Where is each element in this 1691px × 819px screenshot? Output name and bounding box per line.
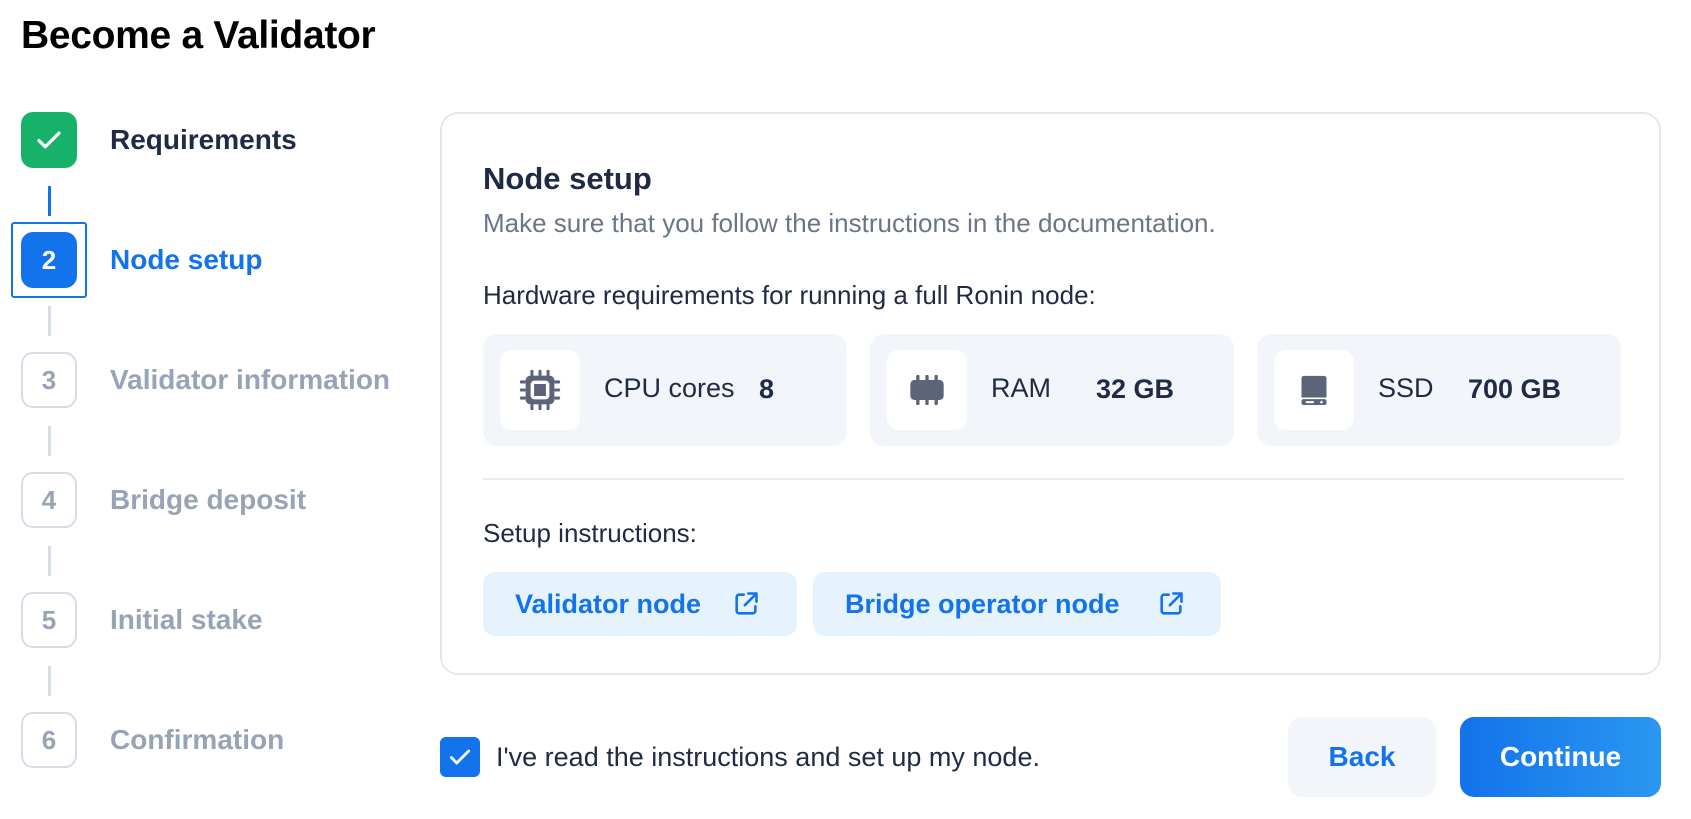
card-title: Node setup	[483, 161, 652, 196]
page-title: Become a Validator	[21, 14, 376, 57]
step-2-box: 2	[11, 222, 87, 298]
step-validator-information[interactable]: 3 Validator information	[0, 350, 420, 410]
step-confirmation[interactable]: 6 Confirmation	[0, 710, 420, 770]
card-subtitle: Make sure that you follow the instructio…	[483, 208, 1216, 238]
step-connector	[48, 306, 51, 336]
step-label: Requirements	[110, 124, 297, 155]
check-icon	[37, 131, 61, 149]
step-4-box: 4	[21, 472, 77, 528]
step-requirements[interactable]: Requirements	[0, 110, 420, 170]
external-link-icon	[735, 592, 758, 615]
hardware-value: 700 GB	[1468, 374, 1562, 404]
setup-instructions-label: Setup instructions:	[483, 518, 697, 548]
step-label: Confirmation	[110, 724, 285, 755]
step-label: Node setup	[110, 244, 263, 275]
check-icon	[449, 749, 471, 765]
step-number: 6	[41, 724, 57, 755]
hardware-value: 32 GB	[1096, 374, 1175, 404]
hardware-tile-ram: RAM 32 GB	[870, 334, 1234, 446]
hardware-tile-cpu: CPU cores 8	[483, 334, 847, 446]
checkbox-label[interactable]: I've read the instructions and set up my…	[496, 742, 1040, 772]
ram-icon	[910, 375, 944, 405]
link-label: Validator node	[515, 588, 702, 619]
back-button[interactable]: Back	[1288, 717, 1436, 797]
instructions-read-checkbox[interactable]	[440, 737, 480, 777]
hardware-requirements-label: Hardware requirements for running a full…	[483, 280, 1096, 310]
step-label: Validator information	[110, 364, 391, 395]
hardware-icon-box	[887, 350, 967, 430]
hardware-value: 8	[759, 374, 775, 404]
hardware-tile-ssd: SSD 700 GB	[1257, 334, 1621, 446]
step-3-box: 3	[21, 352, 77, 408]
bridge-operator-node-link[interactable]: Bridge operator node	[813, 572, 1221, 636]
step-connector	[48, 546, 51, 576]
ssd-icon	[1301, 375, 1327, 405]
step-label: Bridge deposit	[110, 484, 307, 515]
continue-button[interactable]: Continue	[1460, 717, 1661, 797]
step-number: 2	[41, 244, 57, 275]
validator-node-link[interactable]: Validator node	[483, 572, 797, 636]
hardware-name: SSD	[1378, 373, 1434, 403]
node-setup-card: Node setup Make sure that you follow the…	[440, 112, 1661, 675]
step-1-box	[21, 112, 77, 168]
hardware-icon-box	[1274, 350, 1354, 430]
step-initial-stake[interactable]: 5 Initial stake	[0, 590, 420, 650]
hardware-name: CPU cores	[604, 373, 735, 403]
step-connector	[48, 666, 51, 696]
hardware-name: RAM	[991, 373, 1051, 403]
step-bridge-deposit[interactable]: 4 Bridge deposit	[0, 470, 420, 530]
hardware-icon-box	[500, 350, 580, 430]
step-number: 4	[41, 484, 57, 515]
divider	[483, 478, 1624, 480]
step-node-setup[interactable]: 2 Node setup	[0, 222, 420, 298]
step-connector	[48, 426, 51, 456]
cpu-icon	[519, 369, 561, 411]
step-number: 3	[41, 364, 57, 395]
external-link-icon	[1160, 592, 1183, 615]
link-label: Bridge operator node	[845, 588, 1120, 619]
step-connector	[48, 186, 51, 216]
step-6-box: 6	[21, 712, 77, 768]
step-number: 5	[41, 604, 57, 635]
step-label: Initial stake	[110, 604, 263, 635]
step-5-box: 5	[21, 592, 77, 648]
